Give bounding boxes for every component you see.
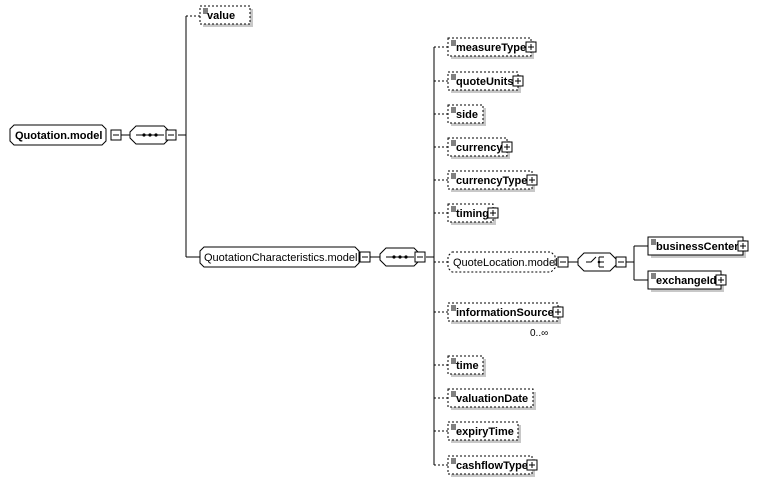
expand-businessCenter-icon[interactable] <box>737 240 749 252</box>
element-quoteUnits-label: quoteUnits <box>456 76 513 88</box>
element-currency-label: currency <box>456 142 503 154</box>
expand-exchangeId-icon[interactable] <box>715 274 727 286</box>
expand-currencyType-icon[interactable] <box>526 174 538 186</box>
element-quoteUnits[interactable]: quoteUnits <box>447 71 521 93</box>
element-expiryTime[interactable]: expiryTime <box>447 421 521 443</box>
element-content-icon <box>451 173 456 179</box>
element-measureType-label: measureType <box>456 42 526 54</box>
element-exchangeId[interactable]: exchangeId <box>647 270 724 292</box>
element-currency[interactable]: currency <box>447 137 510 159</box>
sequence-compositor-root <box>129 125 171 145</box>
choice-compositor <box>577 252 617 272</box>
element-businessCenter-label: businessCenter <box>656 241 739 253</box>
element-content-icon <box>203 8 208 14</box>
collapse-toggle-sequence-characteristics[interactable] <box>414 251 426 263</box>
element-content-icon <box>451 358 456 364</box>
expand-informationSource-icon[interactable] <box>552 306 564 318</box>
element-content-icon <box>451 206 456 212</box>
group-quotation-model[interactable]: Quotation.model <box>9 124 107 146</box>
collapse-toggle-characteristics[interactable] <box>359 251 371 263</box>
element-value-label: value <box>207 10 235 22</box>
element-cashflowType-label: cashflowType <box>456 460 528 472</box>
element-content-icon <box>651 273 656 279</box>
element-timing-label: timing <box>456 208 489 220</box>
element-currencyType[interactable]: currencyType <box>447 170 535 192</box>
element-content-icon <box>451 40 456 46</box>
element-content-icon <box>451 391 456 397</box>
connector-lines <box>111 15 648 466</box>
element-timing[interactable]: timing <box>447 203 496 225</box>
element-informationSource[interactable]: informationSource <box>447 302 561 324</box>
element-content-icon <box>451 458 456 464</box>
expand-timing-icon[interactable] <box>487 207 499 219</box>
element-side-label: side <box>456 109 478 121</box>
group-quotation-characteristics-label: QuotationCharacteristics.model <box>204 252 357 264</box>
element-content-icon <box>451 424 456 430</box>
collapse-toggle-quote-location[interactable] <box>557 256 569 268</box>
element-time-label: time <box>456 360 479 372</box>
sequence-children: measureType quoteUnits side currency currenc… <box>447 37 564 477</box>
group-quotation-characteristics-model[interactable]: QuotationCharacteristics.model <box>199 246 360 268</box>
expand-cashflowType-icon[interactable] <box>526 459 538 471</box>
element-content-icon <box>451 140 456 146</box>
collapse-toggle-root[interactable] <box>110 129 122 141</box>
element-informationSource-label: informationSource <box>456 307 554 319</box>
expand-quoteUnits-icon[interactable] <box>512 75 524 87</box>
group-quote-location-label: QuoteLocation.model <box>453 257 558 269</box>
element-expiryTime-label: expiryTime <box>456 426 514 438</box>
collapse-toggle-choice[interactable] <box>615 256 627 268</box>
element-content-icon <box>451 74 456 80</box>
group-quotation-model-label: Quotation.model <box>15 130 102 142</box>
group-quote-location-model[interactable]: QuoteLocation.model <box>447 251 558 273</box>
element-side[interactable]: side <box>447 104 486 126</box>
sequence-compositor-characteristics <box>379 247 421 267</box>
collapse-toggle-sequence-root[interactable] <box>165 129 177 141</box>
expand-currency-icon[interactable] <box>501 141 513 153</box>
element-value[interactable]: value <box>199 5 253 27</box>
element-businessCenter[interactable]: businessCenter <box>647 236 746 258</box>
element-currencyType-label: currencyType <box>456 175 527 187</box>
element-measureType[interactable]: measureType <box>447 37 534 59</box>
choice-children: businessCenter exchangeId <box>647 236 749 292</box>
element-valuationDate[interactable]: valuationDate <box>447 388 536 410</box>
element-cashflowType[interactable]: cashflowType <box>447 455 535 477</box>
expand-measureType-icon[interactable] <box>525 41 537 53</box>
occurrence-informationSource: 0..∞ <box>530 328 548 339</box>
element-content-icon <box>451 107 456 113</box>
element-content-icon <box>651 239 656 245</box>
element-content-icon <box>451 305 456 311</box>
element-valuationDate-label: valuationDate <box>456 393 528 405</box>
element-exchangeId-label: exchangeId <box>656 275 717 287</box>
element-time[interactable]: time <box>447 355 486 377</box>
